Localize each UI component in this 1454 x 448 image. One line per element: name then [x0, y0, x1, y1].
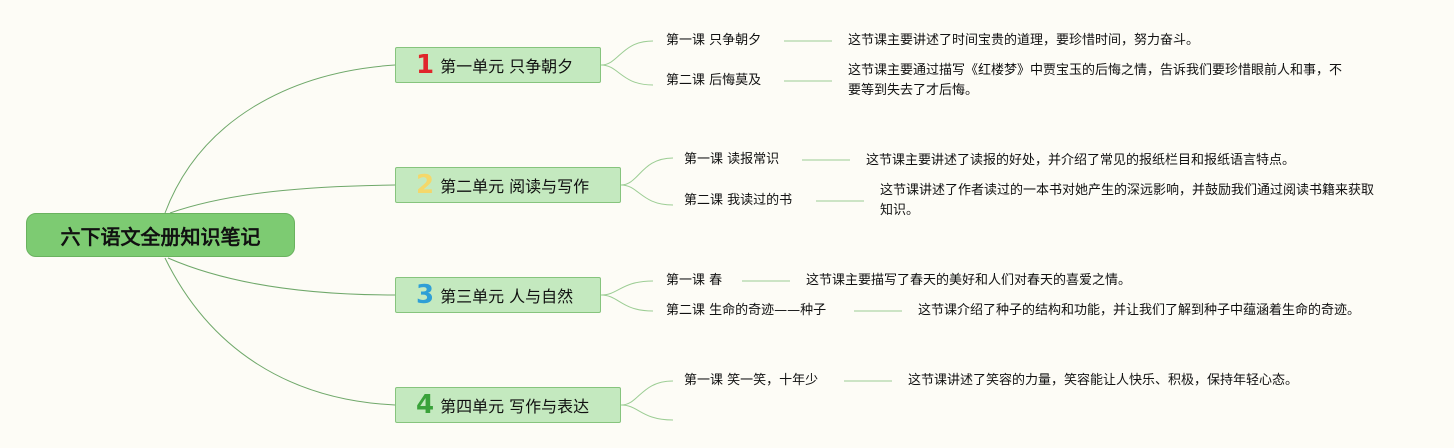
unit-4-title: 第四单元 写作与表达	[440, 397, 590, 416]
branch-root-unit-1	[164, 64, 396, 214]
branch-root-unit-2	[169, 184, 396, 214]
unit-number-1: 1	[416, 50, 435, 80]
lesson-2-2-desc: 这节课讲述了作者读过的一本书对她产生的深远影响，并鼓励我们通过阅读书籍来获取知识…	[880, 183, 1375, 218]
lesson-1-1[interactable]: 第一课 只争朝夕	[666, 33, 762, 48]
lesson-4-1-desc: 这节课讲述了笑容的力量，笑容能让人快乐、积极，保持年轻心态。	[908, 373, 1299, 388]
unit-3-fork-2	[600, 294, 654, 312]
lesson-1-2[interactable]: 第二课 后悔莫及	[666, 73, 762, 88]
unit-1-fork-2	[600, 64, 654, 86]
unit-3-title: 第三单元 人与自然	[440, 287, 574, 306]
lesson-1-1-desc: 这节课主要讲述了时间宝贵的道理，要珍惜时间，努力奋斗。	[848, 33, 1200, 48]
unit-1-title: 第一单元 只争朝夕	[440, 57, 574, 76]
lesson-1-2-desc: 这节课主要通过描写《红楼梦》中贾宝玉的后悔之情，告诉我们要珍惜眼前人和事，不要等…	[848, 63, 1343, 98]
lesson-4-1[interactable]: 第一课 笑一笑，十年少	[684, 373, 819, 388]
root-topic-label: 六下语文全册知识笔记	[60, 224, 261, 249]
root-topic[interactable]: 六下语文全册知识笔记	[26, 213, 295, 257]
unit-2-title: 第二单元 阅读与写作	[440, 177, 590, 196]
unit-1-fork-1	[600, 40, 654, 66]
unit-4-fork-1	[620, 380, 674, 406]
unit-2-node[interactable]: 2 第二单元 阅读与写作	[395, 167, 621, 203]
unit-3-fork-1	[600, 280, 654, 296]
lesson-2-1-desc: 这节课主要讲述了读报的好处，并介绍了常见的报纸栏目和报纸语言特点。	[866, 153, 1296, 168]
lesson-3-2[interactable]: 第二课 生命的奇迹——种子	[666, 303, 827, 318]
branch-root-unit-3	[167, 257, 396, 296]
lesson-3-2-desc: 这节课介绍了种子的结构和功能，并让我们了解到种子中蕴涵着生命的奇迹。	[918, 303, 1361, 318]
unit-1-node[interactable]: 1 第一单元 只争朝夕	[395, 47, 601, 83]
lesson-2-2[interactable]: 第二课 我读过的书	[684, 193, 793, 208]
unit-2-fork-2	[620, 184, 674, 206]
lesson-2-1[interactable]: 第一课 读报常识	[684, 152, 780, 167]
unit-3-node[interactable]: 3 第三单元 人与自然	[395, 277, 601, 313]
unit-number-2: 2	[416, 170, 435, 200]
branch-root-unit-4	[164, 257, 396, 406]
unit-4-node[interactable]: 4 第四单元 写作与表达	[395, 387, 621, 423]
unit-2-fork-1	[620, 157, 674, 186]
lesson-3-1-desc: 这节课主要描写了春天的美好和人们对春天的喜爱之情。	[806, 273, 1132, 288]
unit-4-fork-2	[620, 404, 674, 421]
unit-number-3: 3	[416, 280, 435, 310]
unit-number-4: 4	[416, 390, 435, 420]
lesson-3-1[interactable]: 第一课 春	[666, 273, 723, 288]
